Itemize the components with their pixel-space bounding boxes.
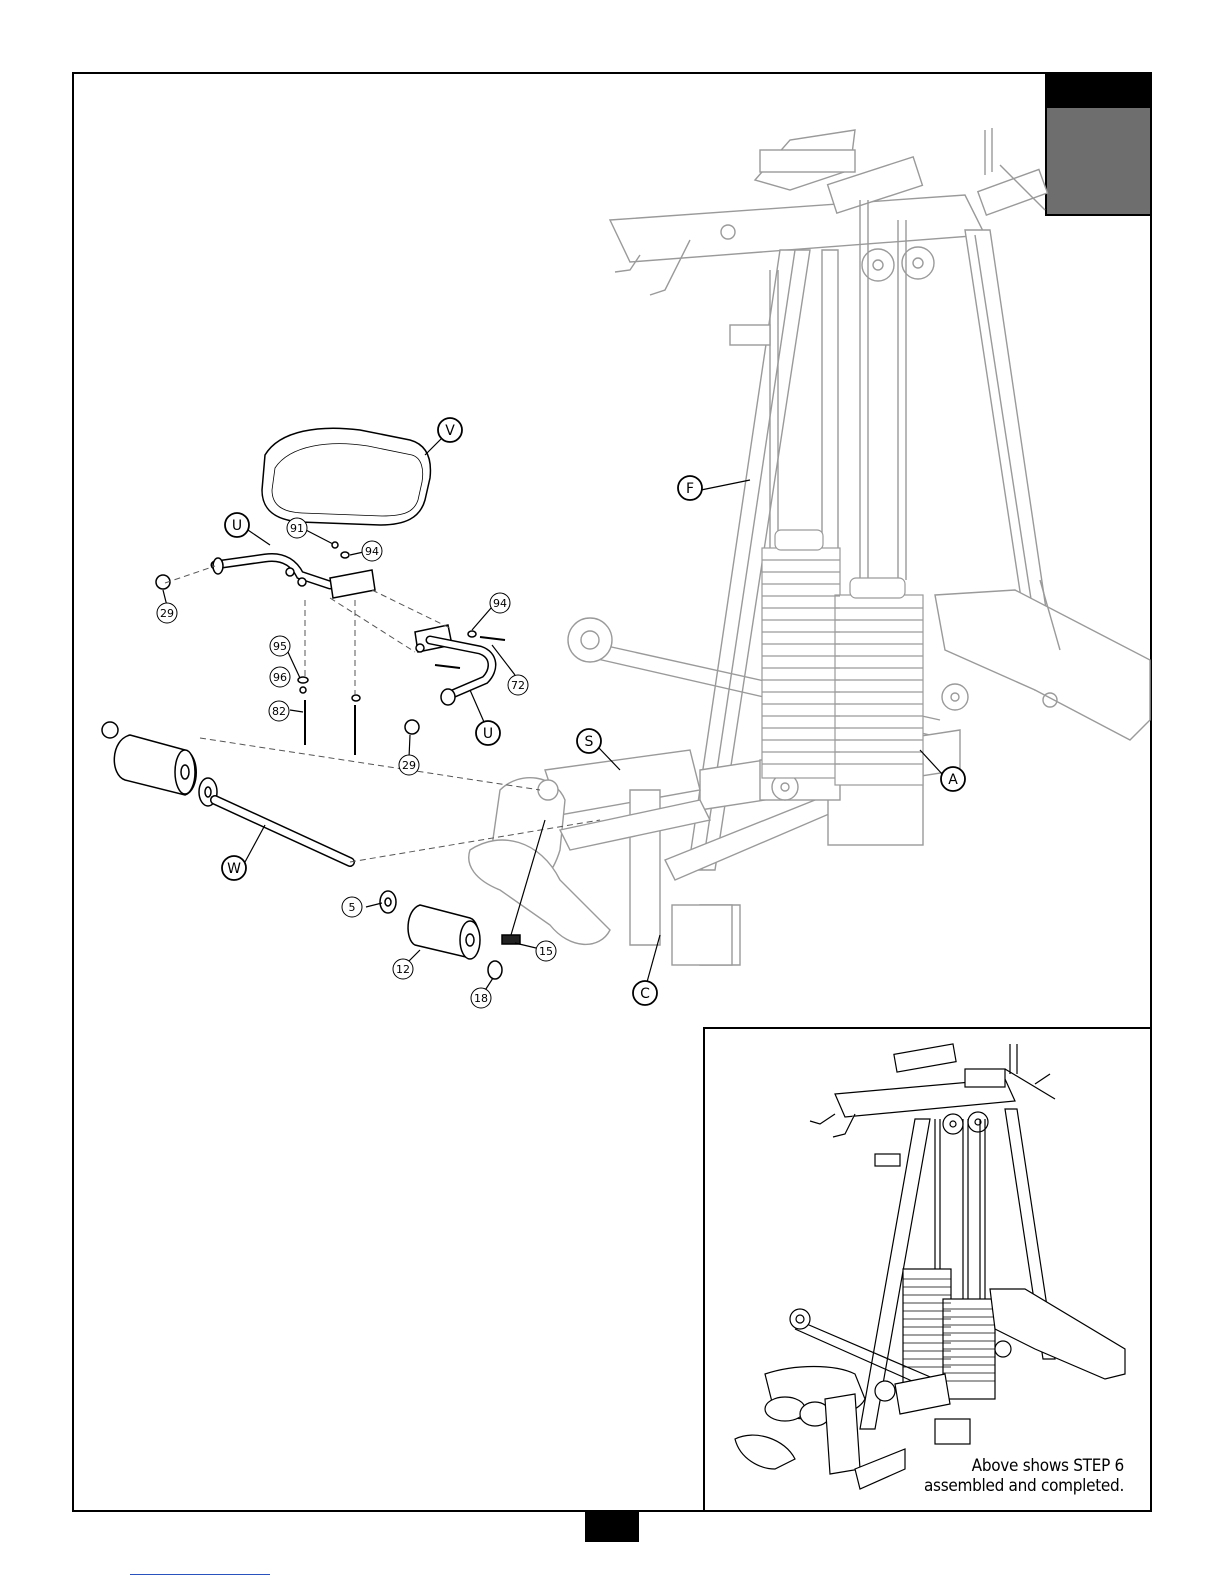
callout-29-lower: 29 — [399, 755, 419, 775]
svg-text:29: 29 — [402, 759, 416, 772]
callout-F: F — [678, 476, 702, 500]
svg-text:82: 82 — [272, 705, 286, 718]
svg-text:12: 12 — [396, 963, 410, 976]
callout-C: C — [633, 981, 657, 1005]
callout-S: S — [577, 729, 601, 753]
completed-assembly-inset: Above shows STEP 6 assembled and complet… — [703, 1027, 1152, 1512]
svg-text:5: 5 — [349, 901, 356, 914]
svg-text:29: 29 — [160, 607, 174, 620]
svg-text:94: 94 — [365, 545, 379, 558]
weight-stacks — [762, 530, 923, 785]
svg-text:W: W — [227, 861, 241, 877]
svg-text:U: U — [232, 518, 242, 534]
caption-line-2: assembled and completed. — [924, 1476, 1124, 1496]
svg-text:95: 95 — [273, 640, 287, 653]
callout-94-mid: 94 — [490, 593, 510, 613]
svg-text:72: 72 — [511, 679, 525, 692]
callout-V: V — [438, 418, 462, 442]
callout-W: W — [222, 856, 246, 880]
callout-5: 5 — [342, 897, 362, 917]
callout-29-left: 29 — [157, 603, 177, 623]
svg-text:S: S — [585, 734, 594, 750]
svg-text:V: V — [445, 423, 455, 439]
callout-95: 95 — [270, 636, 290, 656]
callout-18: 18 — [471, 988, 491, 1008]
caption-line-1: Above shows STEP 6 — [924, 1456, 1124, 1476]
svg-text:91: 91 — [290, 522, 304, 535]
svg-text:A: A — [948, 772, 958, 788]
callout-U-lower: U — [476, 721, 500, 745]
svg-text:94: 94 — [493, 597, 507, 610]
callout-96: 96 — [270, 667, 290, 687]
callout-72: 72 — [508, 675, 528, 695]
svg-text:96: 96 — [273, 671, 287, 684]
step-parts — [102, 428, 520, 979]
footer-link-underline[interactable] — [130, 1574, 270, 1575]
svg-text:18: 18 — [474, 992, 488, 1005]
svg-text:C: C — [640, 986, 650, 1002]
callout-15: 15 — [536, 941, 556, 961]
callout-82: 82 — [269, 701, 289, 721]
completed-assembly-drawing — [705, 1029, 1150, 1510]
inset-caption: Above shows STEP 6 assembled and complet… — [924, 1456, 1124, 1496]
page-number-box — [585, 1512, 639, 1542]
callout-91: 91 — [287, 518, 307, 538]
callout-A: A — [941, 767, 965, 791]
svg-text:F: F — [686, 481, 694, 497]
callout-12: 12 — [393, 959, 413, 979]
svg-text:15: 15 — [539, 945, 553, 958]
callout-U-top: U — [225, 513, 249, 537]
svg-text:U: U — [483, 726, 493, 742]
callout-94-top: 94 — [362, 541, 382, 561]
